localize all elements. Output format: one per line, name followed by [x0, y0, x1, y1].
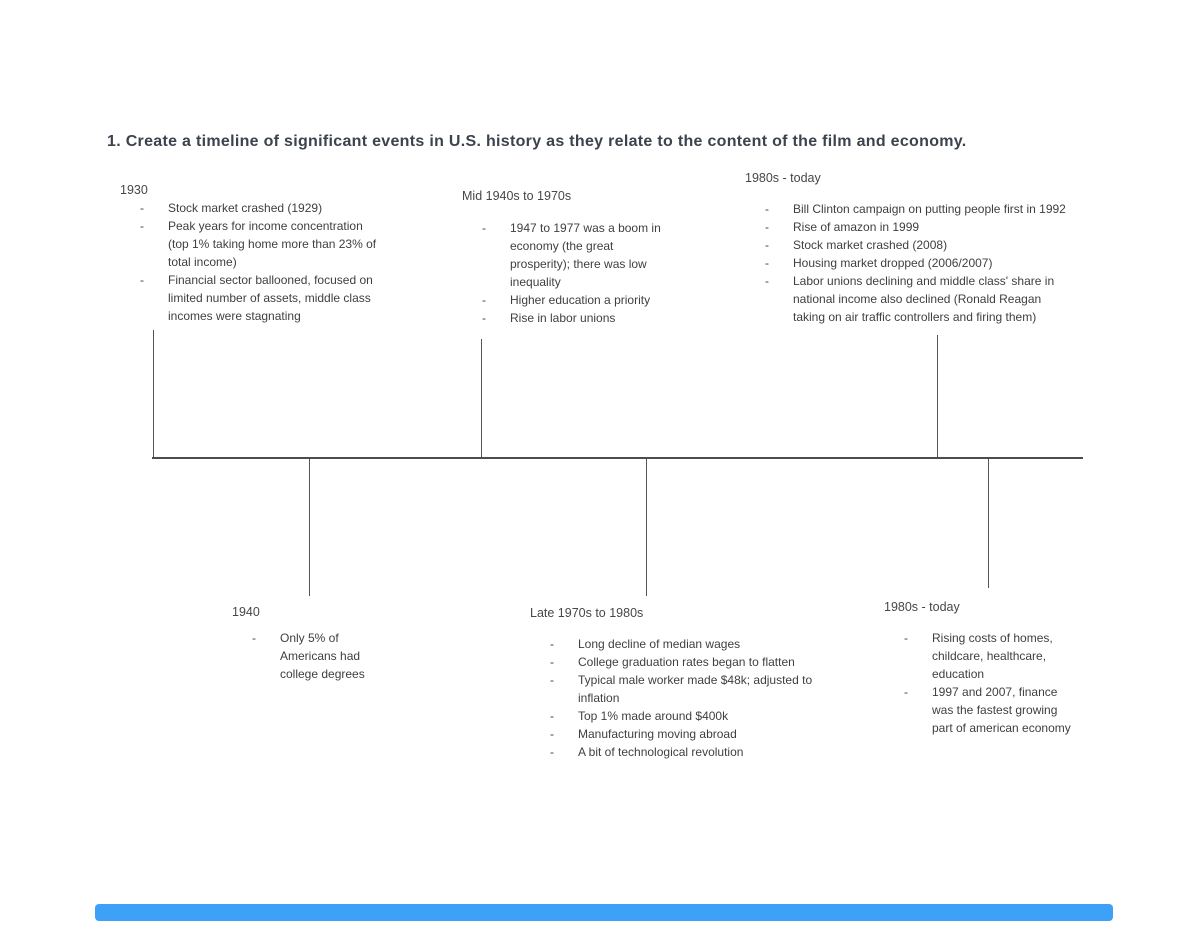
bullet-text: Top 1% made around $400k	[578, 709, 729, 723]
dash-bullet: -	[482, 221, 486, 235]
timeline-group-1980s-top: 1980s - today - Bill Clinton campaign on…	[745, 169, 1092, 326]
bullet-text: Rise in labor unions	[510, 311, 616, 325]
bullet-text: A bit of technological revolution	[578, 745, 744, 759]
bullet-text: Housing market dropped (2006/2007)	[793, 256, 993, 270]
bullet-text: 1947 to 1977 was a boom in economy (the …	[510, 221, 661, 289]
bullet-text: Typical male worker made $48k; adjusted …	[578, 673, 813, 705]
bullet-item: - Higher education a priority	[462, 291, 676, 309]
bullet-item: - Stock market crashed (1929)	[120, 199, 405, 217]
timeline-group-mid-1940s: Mid 1940s to 1970s - 1947 to 1977 was a …	[462, 187, 676, 327]
bullet-item: - Rising costs of homes, childcare, heal…	[884, 629, 1086, 683]
tick-1980s-bottom	[988, 459, 989, 588]
bullet-text: Manufacturing moving abroad	[578, 727, 737, 741]
dash-bullet: -	[765, 274, 769, 288]
dash-bullet: -	[550, 655, 554, 669]
bullet-item: - Stock market crashed (2008)	[745, 236, 1092, 254]
bullet-item: - Manufacturing moving abroad	[530, 725, 837, 743]
horizontal-scrollbar[interactable]	[95, 904, 1113, 921]
page-title: 1. Create a timeline of significant even…	[107, 132, 967, 150]
bullet-text: Only 5% of Americans had college degrees	[280, 631, 365, 681]
bullet-text: College graduation rates began to flatte…	[578, 655, 795, 669]
timeline-group-1930: 1930 - Stock market crashed (1929) - Pea…	[120, 181, 405, 325]
dash-bullet: -	[482, 311, 486, 325]
dash-bullet: -	[550, 745, 554, 759]
bullet-item: - Only 5% of Americans had college degre…	[232, 629, 374, 683]
dash-bullet: -	[140, 273, 144, 287]
bullet-item: - Rise in labor unions	[462, 309, 676, 327]
dash-bullet: -	[482, 293, 486, 307]
bullet-item: - Labor unions declining and middle clas…	[745, 272, 1092, 326]
bullet-text: Stock market crashed (1929)	[168, 201, 323, 215]
tick-mid-1940s	[481, 339, 482, 457]
bullet-item: - 1997 and 2007, finance was the fastest…	[884, 683, 1086, 737]
bullet-text: Long decline of median wages	[578, 637, 741, 651]
group-heading: 1930	[120, 183, 148, 197]
bullet-text: Rising costs of homes, childcare, health…	[932, 631, 1053, 681]
dash-bullet: -	[765, 220, 769, 234]
group-heading: Late 1970s to 1980s	[530, 606, 644, 620]
dash-bullet: -	[140, 201, 144, 215]
dash-bullet: -	[550, 727, 554, 741]
bullet-item: - Peak years for income concentration (t…	[120, 217, 405, 271]
timeline-group-1940: 1940 - Only 5% of Americans had college …	[232, 603, 374, 683]
bullet-item: - Financial sector ballooned, focused on…	[120, 271, 405, 325]
dash-bullet: -	[904, 685, 908, 699]
bullet-text: Financial sector ballooned, focused on l…	[168, 273, 373, 323]
bullet-item: - Bill Clinton campaign on putting peopl…	[745, 200, 1092, 218]
dash-bullet: -	[252, 631, 256, 645]
bullet-item: - Rise of amazon in 1999	[745, 218, 1092, 236]
bullet-item: - Housing market dropped (2006/2007)	[745, 254, 1092, 272]
bullet-text: Stock market crashed (2008)	[793, 238, 948, 252]
dash-bullet: -	[904, 631, 908, 645]
bullet-text: Higher education a priority	[510, 293, 651, 307]
bullet-item: - College graduation rates began to flat…	[530, 653, 837, 671]
bullet-item: - 1947 to 1977 was a boom in economy (th…	[462, 219, 676, 291]
bullet-text: Labor unions declining and middle class'…	[793, 274, 1055, 324]
bullet-text: Bill Clinton campaign on putting people …	[793, 202, 1066, 216]
timeline-group-1980s-bottom: 1980s - today - Rising costs of homes, c…	[884, 598, 1086, 737]
tick-late-1970s	[646, 459, 647, 596]
tick-1940	[309, 459, 310, 596]
bullet-text: Rise of amazon in 1999	[793, 220, 920, 234]
bullet-text: 1997 and 2007, finance was the fastest g…	[932, 685, 1071, 735]
tick-1980s-top	[937, 335, 938, 457]
bullet-item: - Top 1% made around $400k	[530, 707, 837, 725]
dash-bullet: -	[765, 202, 769, 216]
dash-bullet: -	[550, 673, 554, 687]
bullet-item: - A bit of technological revolution	[530, 743, 837, 761]
dash-bullet: -	[550, 709, 554, 723]
dash-bullet: -	[550, 637, 554, 651]
dash-bullet: -	[765, 238, 769, 252]
tick-1930	[153, 330, 154, 457]
bullet-text: Peak years for income concentration (top…	[168, 219, 377, 269]
group-heading: 1940	[232, 605, 260, 619]
timeline-axis	[152, 457, 1083, 459]
dash-bullet: -	[140, 219, 144, 233]
timeline-group-late-1970s: Late 1970s to 1980s - Long decline of me…	[530, 604, 837, 761]
group-heading: Mid 1940s to 1970s	[462, 189, 572, 203]
dash-bullet: -	[765, 256, 769, 270]
bullet-item: - Long decline of median wages	[530, 635, 837, 653]
bullet-item: - Typical male worker made $48k; adjuste…	[530, 671, 837, 707]
group-heading: 1980s - today	[745, 171, 821, 185]
group-heading: 1980s - today	[884, 600, 960, 614]
